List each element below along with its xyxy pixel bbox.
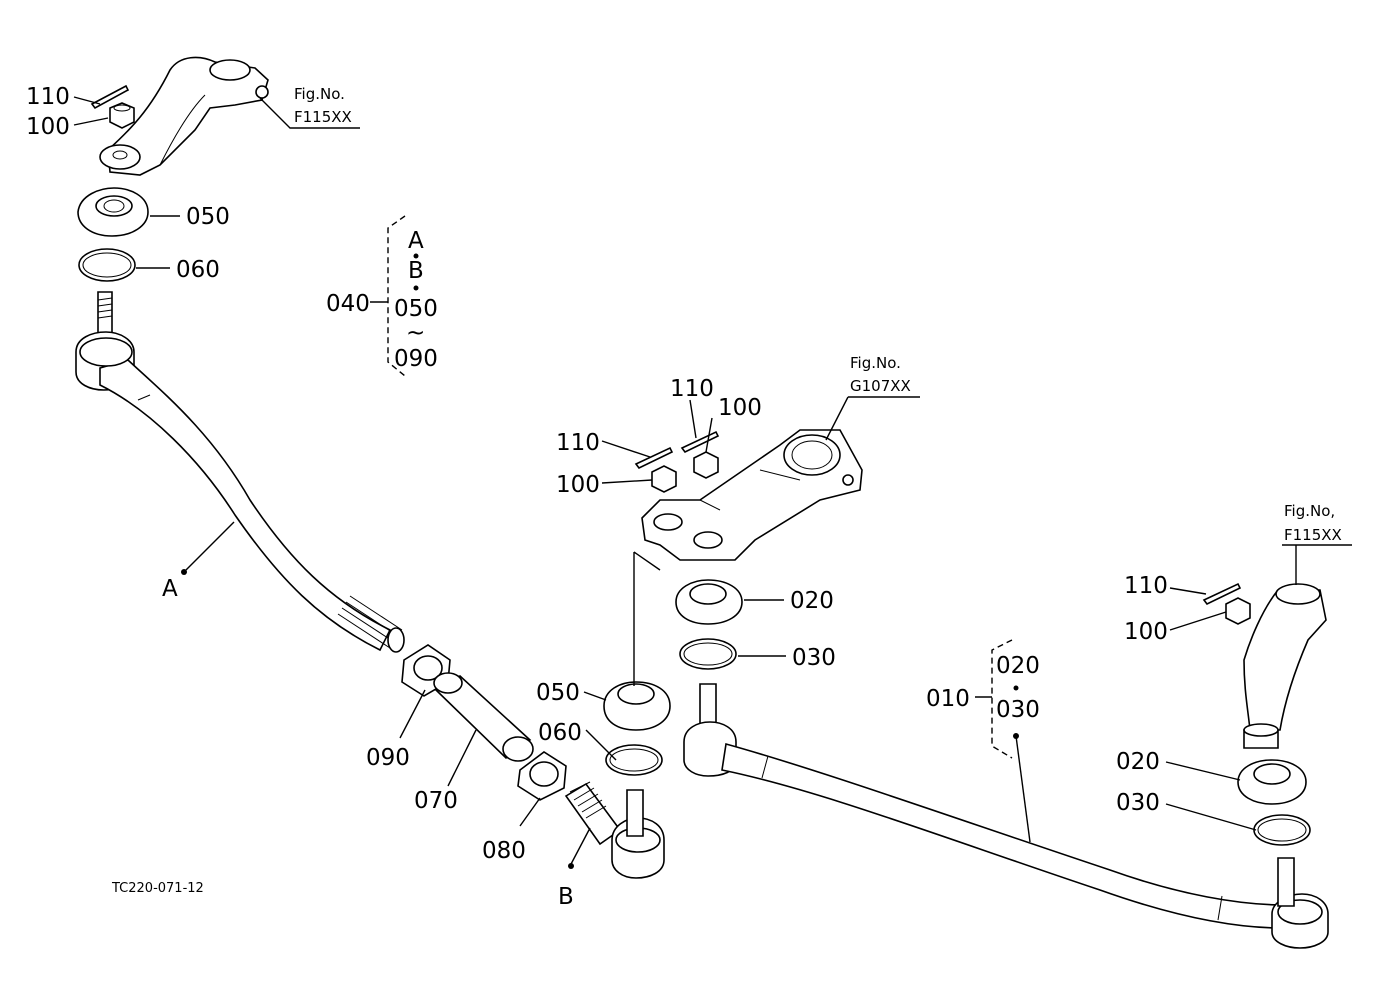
group-010-dot <box>1013 733 1019 739</box>
point-a-dot <box>181 569 187 575</box>
group-bracket-040 <box>370 215 406 377</box>
snap-ring-right <box>1253 814 1311 846</box>
group-bracket-010 <box>975 639 1013 759</box>
fig-ref-2-line1: Fig.No. <box>850 354 901 372</box>
assembly-line <box>633 551 661 686</box>
castle-nut-upper-left <box>109 102 135 129</box>
castle-nut-center-left <box>651 465 677 493</box>
callout-070: 070 <box>414 788 458 814</box>
callout-030-right: 030 <box>1116 790 1160 816</box>
group-040-item-090: 090 <box>394 346 438 372</box>
snap-ring-center <box>679 638 737 670</box>
group-040-dot-1 <box>413 253 419 259</box>
callout-100-upper-left: 100 <box>26 114 70 140</box>
point-label-a: A <box>162 576 178 602</box>
group-040-item-b: B <box>408 258 424 284</box>
fig-ref-2-line2: G107XX <box>850 377 911 395</box>
tie-rod-right <box>683 683 1329 949</box>
callout-090: 090 <box>366 745 410 771</box>
group-040-item-tilde: ~ <box>406 320 425 346</box>
adjusting-sleeve-070 <box>433 672 534 762</box>
cotter-pin-right <box>1202 582 1242 606</box>
callout-060-upper: 060 <box>176 257 220 283</box>
callout-100-center-left: 100 <box>556 472 600 498</box>
callout-080: 080 <box>482 838 526 864</box>
snap-ring-middle <box>605 744 663 776</box>
callout-030-center: 030 <box>792 645 836 671</box>
group-040-item-a: A <box>408 228 424 254</box>
callout-060-middle: 060 <box>538 720 582 746</box>
fig-ref-3-line2: F115XX <box>1284 526 1342 544</box>
point-b-dot <box>568 863 574 869</box>
cotter-pin-upper-left <box>90 84 130 110</box>
leader-lines <box>73 96 1352 867</box>
tie-rod-end-b <box>564 781 665 879</box>
tie-rod-left <box>75 331 405 653</box>
group-010-dot <box>1013 685 1019 691</box>
pitman-arm <box>641 429 863 561</box>
callout-020-right: 020 <box>1116 749 1160 775</box>
dust-seal-upper <box>77 187 149 237</box>
castle-nut-center-right <box>693 451 719 479</box>
callout-110-upper-left: 110 <box>26 84 70 110</box>
point-label-b: B <box>558 884 574 910</box>
callout-110-center-left: 110 <box>556 430 600 456</box>
lock-nut-080 <box>517 751 567 801</box>
castle-nut-right <box>1225 597 1251 625</box>
callout-110-right: 110 <box>1124 573 1168 599</box>
snap-ring-upper <box>78 248 136 282</box>
image-code: TC220-071-12 <box>111 881 204 896</box>
group-010-item-030: 030 <box>996 697 1040 723</box>
group-040-dot-2 <box>413 285 419 291</box>
callout-020-center: 020 <box>790 588 834 614</box>
fig-ref-3-line1: Fig.No, <box>1284 502 1335 520</box>
callout-050-upper: 050 <box>186 204 230 230</box>
knuckle-arm-right <box>1243 583 1327 749</box>
callout-050-middle: 050 <box>536 680 580 706</box>
dust-seal-middle <box>603 681 671 731</box>
group-010-item-020: 020 <box>996 653 1040 679</box>
dust-seal-right <box>1237 759 1307 805</box>
cotter-pin-center-right <box>680 430 720 454</box>
callout-010: 010 <box>926 686 970 712</box>
knuckle-arm-left <box>99 56 269 176</box>
callout-040: 040 <box>326 291 370 317</box>
group-040-item-050: 050 <box>394 296 438 322</box>
cotter-pin-center-left <box>634 446 674 470</box>
fig-ref-1-line1: Fig.No. <box>294 85 345 103</box>
callout-100-right: 100 <box>1124 619 1168 645</box>
fig-ref-1-line2: F115XX <box>294 108 352 126</box>
callout-100-center-right: 100 <box>718 395 762 421</box>
dust-seal-center <box>675 579 743 625</box>
callout-110-center-right: 110 <box>670 376 714 402</box>
